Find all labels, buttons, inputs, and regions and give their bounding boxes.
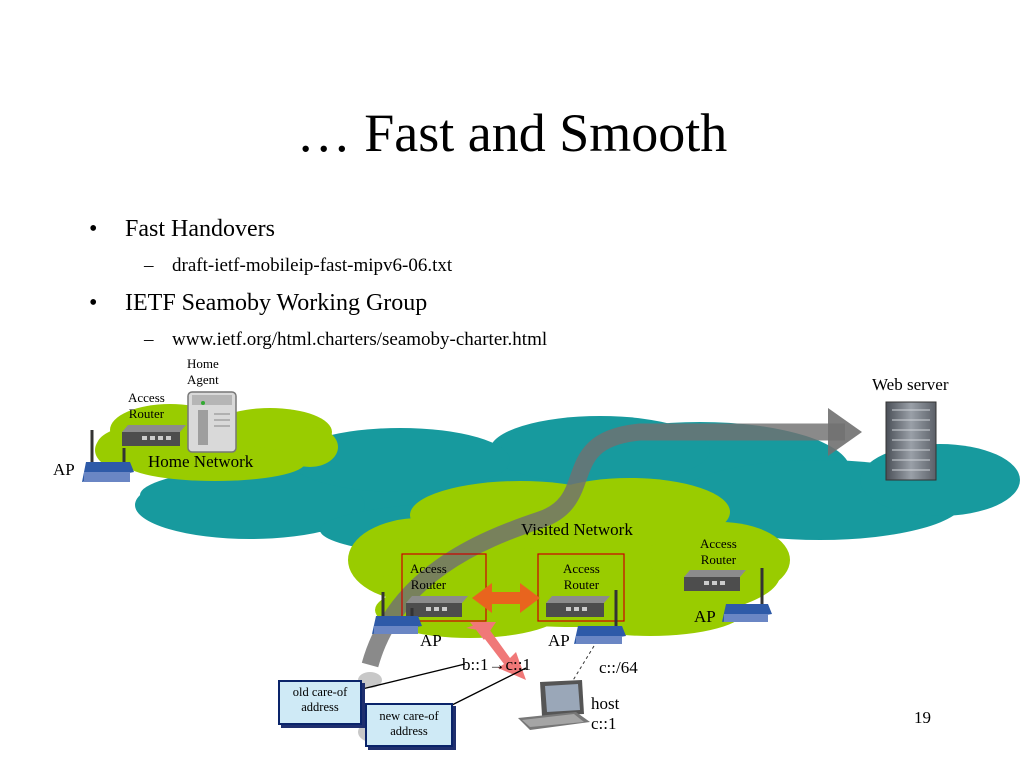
old-access-router-label: Access Router — [410, 561, 447, 592]
wireless-link-line — [571, 645, 595, 683]
web-server-icon — [885, 401, 937, 481]
home-ap-label: AP — [53, 460, 75, 479]
bullet-glyph: • — [89, 216, 98, 242]
visited-network-label: Visited Network — [521, 520, 633, 539]
sub-bullet-text: www.ietf.org/html.charters/seamoby-chart… — [172, 329, 548, 350]
home-access-router-label: Access Router — [128, 390, 165, 421]
data-path-arrow — [361, 423, 845, 668]
home-ap-icon — [82, 430, 134, 482]
new-access-router-label: Access Router — [563, 561, 600, 592]
bullet-fast-handovers: • Fast Handovers — [89, 214, 275, 244]
bullet-ietf-seamoby: • IETF Seamoby Working Group — [89, 288, 428, 318]
web-server-label: Web server — [872, 375, 949, 394]
new-care-of-callout: new care-of address — [365, 703, 453, 747]
old-ap-icon — [372, 592, 422, 634]
dash-glyph: – — [144, 255, 154, 276]
bullet-text: IETF Seamoby Working Group — [125, 290, 428, 316]
bullet-glyph: • — [89, 290, 98, 316]
home-access-router-icon — [122, 425, 186, 446]
right-ap-icon — [722, 568, 772, 622]
dash-glyph: – — [144, 329, 154, 350]
slide-title: … Fast and Smooth — [296, 103, 728, 163]
new-access-router-icon — [546, 596, 610, 617]
old-care-of-callout: old care-of address — [278, 680, 362, 725]
host-laptop-icon — [518, 680, 590, 730]
home-network-label: Home Network — [148, 452, 254, 471]
new-ap-label: AP — [548, 631, 570, 650]
new-care-of-leader — [441, 667, 527, 711]
sub-bullet-text: draft-ietf-mobileip-fast-mipv6-06.txt — [172, 255, 453, 276]
page-number: 19 — [914, 708, 931, 727]
host-old-position-shadow — [358, 672, 382, 688]
handover-double-arrow — [472, 583, 540, 613]
old-ap-label: AP — [420, 631, 442, 650]
right-ap-label: AP — [694, 607, 716, 626]
prefix-label: c::/64 — [599, 658, 638, 677]
right-access-router-icon — [684, 570, 746, 591]
data-path-arrowhead — [828, 408, 862, 456]
new-router-highlight-box — [537, 553, 625, 622]
home-agent-server-icon — [187, 391, 237, 453]
old-care-of-leader — [357, 663, 466, 691]
right-access-router-label: Access Router — [700, 536, 737, 567]
bullet-text: Fast Handovers — [125, 216, 275, 242]
host-label: host c::1 — [591, 694, 620, 733]
sub-bullet-draft: – draft-ietf-mobileip-fast-mipv6-06.txt — [144, 254, 453, 278]
address-change-label: b::1→c::1 — [462, 655, 531, 674]
new-ap-icon — [574, 590, 626, 644]
sub-bullet-charter-url: – www.ietf.org/html.charters/seamoby-cha… — [144, 328, 548, 352]
old-access-router-icon — [406, 596, 468, 617]
binding-update-arrow — [466, 622, 526, 680]
visited-network-cloud — [348, 478, 790, 638]
home-agent-label: Home Agent — [187, 356, 219, 387]
